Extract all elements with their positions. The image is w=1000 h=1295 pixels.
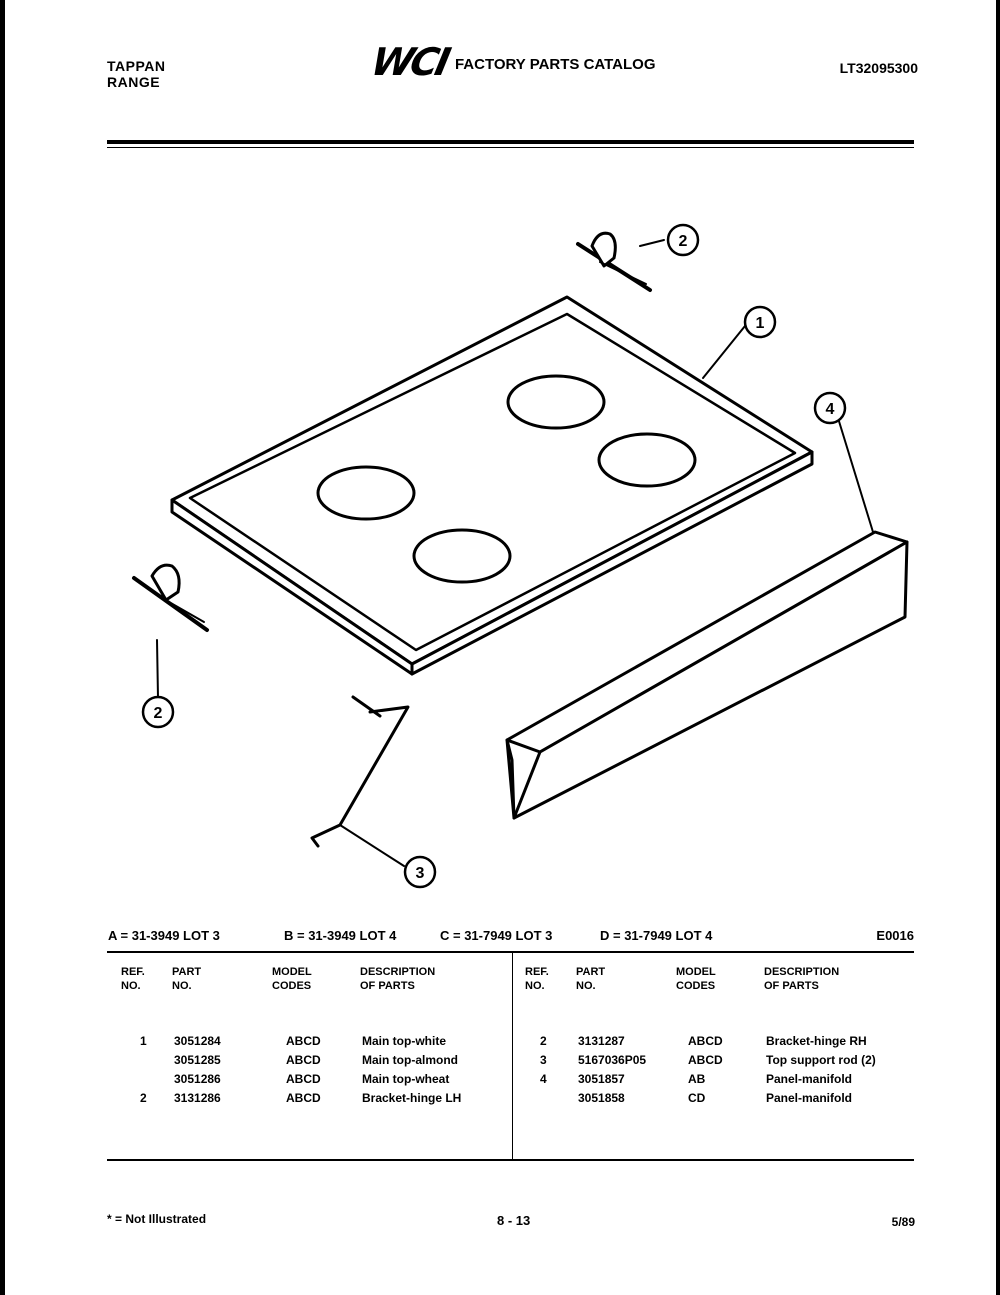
not-illustrated-note: * = Not Illustrated	[107, 1212, 207, 1226]
model-code-c: C = 31-7949 LOT 3	[440, 928, 553, 943]
table-row: 2 3131287 ABCD Bracket-hinge RH	[540, 1034, 867, 1048]
callout-2-top: 2	[666, 223, 700, 257]
brand-line-1: TAPPAN	[107, 58, 166, 74]
table-column-divider	[512, 953, 513, 1159]
frame-edge-left	[0, 0, 5, 1295]
header-rule-thick	[107, 140, 914, 144]
top-support-rod	[310, 695, 410, 848]
brand-line-2: RANGE	[107, 74, 161, 90]
page-number: 8 - 13	[497, 1213, 531, 1228]
table-row: 1 3051284 ABCD Main top-white	[140, 1034, 446, 1048]
main-top-part	[170, 295, 814, 676]
bracket-hinge-rh	[576, 231, 652, 292]
table-row: 4 3051857 AB Panel-manifold	[540, 1072, 853, 1086]
parts-diagram: 1 2 2 3 4	[132, 223, 909, 889]
svg-text:2: 2	[679, 233, 688, 250]
svg-text:2: 2	[154, 705, 163, 722]
brand-block: TAPPAN RANGE	[107, 58, 165, 90]
callout-3: 3	[403, 855, 437, 889]
bracket-hinge-lh	[132, 563, 209, 632]
svg-text:1: 1	[756, 315, 765, 332]
table-bottom-rule	[107, 1159, 914, 1161]
burner-opening-front-left	[412, 528, 512, 584]
burner-opening-rear-left	[316, 465, 416, 521]
frame-edge-right	[996, 0, 1000, 1295]
panel-manifold-part	[505, 530, 909, 820]
svg-text:4: 4	[826, 401, 835, 418]
catalog-date: 5/89	[891, 1215, 915, 1229]
callout-2-left: 2	[141, 695, 175, 729]
callout-4: 4	[813, 391, 847, 425]
model-code-a: A = 31-3949 LOT 3	[108, 928, 220, 943]
table-row: 3 5167036P05 ABCD Top support rod (2)	[540, 1053, 876, 1067]
burner-opening-front-right	[597, 432, 697, 488]
table-row: 3051858 CD Panel-manifold	[578, 1091, 853, 1105]
callout-1: 1	[743, 305, 777, 339]
header-rule-thin	[107, 147, 914, 148]
table-top-rule	[107, 951, 914, 953]
model-number: LT32095300	[839, 60, 918, 76]
table-row: 3051285 ABCD Main top-almond	[174, 1053, 458, 1067]
model-code-b: B = 31-3949 LOT 4	[284, 928, 397, 943]
table-row: 2 3131286 ABCD Bracket-hinge LH	[140, 1091, 462, 1105]
header-ref-no-left: REF.NO.	[121, 966, 145, 992]
model-codes-line: A = 31-3949 LOT 3 B = 31-3949 LOT 4 C = …	[108, 928, 914, 946]
svg-text:3: 3	[416, 865, 425, 882]
catalog-header: WCI FACTORY PARTS CATALOG	[367, 40, 656, 84]
header-ref-no-right: REF.NO.	[525, 966, 549, 992]
burner-opening-rear-right	[506, 374, 606, 430]
catalog-title: FACTORY PARTS CATALOG	[454, 55, 656, 73]
model-code-d: D = 31-7949 LOT 4	[600, 928, 713, 943]
figure-code: E0016	[876, 928, 914, 943]
wci-logo: WCI	[367, 40, 452, 84]
table-row: 3051286 ABCD Main top-wheat	[174, 1072, 450, 1086]
